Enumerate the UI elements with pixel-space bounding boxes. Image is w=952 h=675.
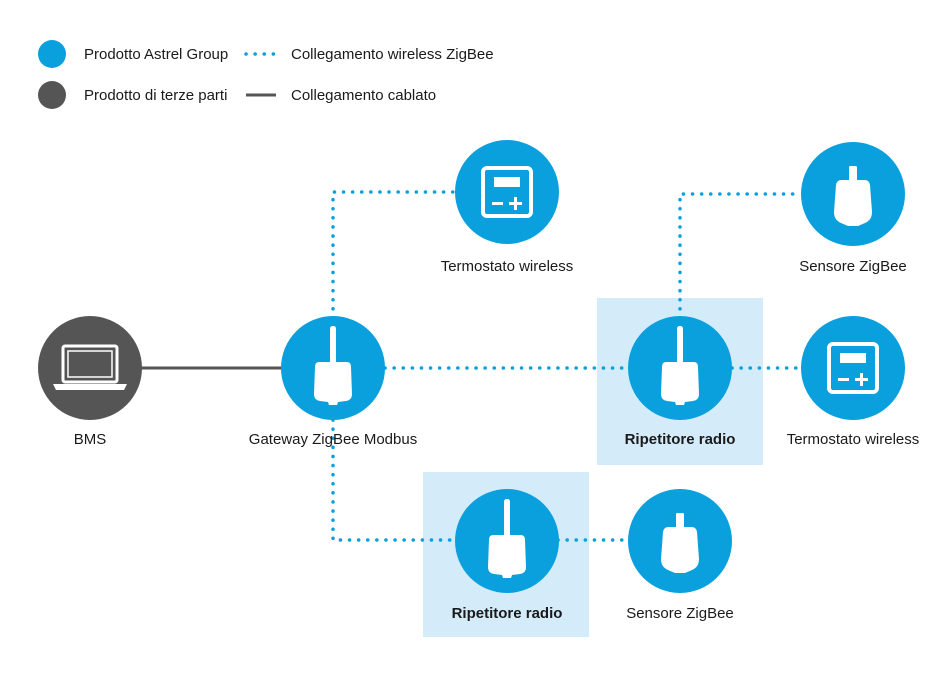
wireless-link-gateway-thermostat <box>331 190 457 320</box>
repeater-right-label: Ripetitore radio <box>625 431 736 448</box>
bms-circle <box>38 316 142 420</box>
sensor-top-right-label: Sensore ZigBee <box>799 258 907 275</box>
bms-node: BMS <box>38 316 142 448</box>
sensor-top-right-node: Sensore ZigBee <box>799 142 907 275</box>
third-party-product-swatch <box>38 81 66 109</box>
thermostat-top-label: Termostato wireless <box>441 258 574 275</box>
thermostat-right-label: Termostato wireless <box>787 431 920 448</box>
thermostat-right-node: Termostato wireless <box>787 316 920 448</box>
sensor-bottom-node: Sensore ZigBee <box>626 489 734 622</box>
repeater-bottom-label: Ripetitore radio <box>452 605 563 622</box>
legend-wireless-link: Collegamento wireless ZigBee <box>291 46 494 63</box>
legend: Prodotto Astrel Group Prodotto di terze … <box>38 40 494 109</box>
thermostat-top-node: Termostato wireless <box>441 140 574 275</box>
gateway-node: Gateway ZigBee Modbus <box>249 316 417 448</box>
gateway-label: Gateway ZigBee Modbus <box>249 431 417 448</box>
laptop-icon <box>53 344 127 390</box>
sensor-bottom-label: Sensore ZigBee <box>626 605 734 622</box>
legend-astrel-product: Prodotto Astrel Group <box>84 46 228 63</box>
repeater-right-node: Ripetitore radio <box>625 316 736 448</box>
repeater-bottom-node: Ripetitore radio <box>452 489 563 622</box>
connections <box>140 190 804 542</box>
astrel-product-swatch <box>38 40 66 68</box>
legend-third-party-product: Prodotto di terze parti <box>84 87 227 104</box>
wireless-link-gateway-repeater-bottom <box>331 418 457 542</box>
thermostat-right-circle <box>801 316 905 420</box>
bms-label: BMS <box>74 431 107 448</box>
legend-wired-link: Collegamento cablato <box>291 87 436 104</box>
thermostat-top-circle <box>455 140 559 244</box>
